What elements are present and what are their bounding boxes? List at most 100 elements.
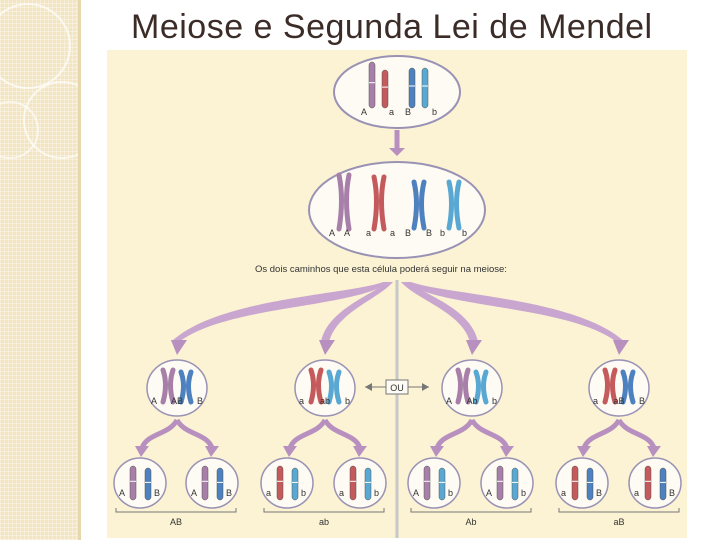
parent-chromosomes (368, 61, 429, 109)
first-division-chrom-2-b-chromatid-left (326, 369, 334, 405)
gamete-allele-4-1: a (339, 488, 344, 498)
gamete-group-bracket-4 (558, 508, 680, 513)
second-division-arrow-4-right-head (647, 446, 661, 457)
first-division-chrom-1-b-chromatid-left (178, 369, 186, 405)
gamete-chrom-2-a (201, 465, 209, 501)
replicated-allele-1: A (329, 228, 335, 238)
first-division-label-4-right: B (639, 396, 645, 406)
replicated-chrom-3-chromatid-right (419, 179, 427, 231)
replicated-cell (308, 161, 486, 259)
or-arrow-right (422, 383, 429, 391)
gamete-cell-7 (555, 457, 609, 509)
replicated-allele-5: B (405, 228, 411, 238)
or-label: OU (390, 383, 404, 393)
branch-arrows (171, 282, 629, 355)
parent-chrom-3 (408, 67, 416, 109)
second-division-arrow-3-right-head (500, 446, 514, 457)
first-division-cell-4 (588, 359, 650, 417)
branch-arrow-2 (321, 282, 393, 342)
first-division-chrom-3-b (473, 369, 489, 405)
second-division-arrow-1-right-head (205, 446, 219, 457)
replicated-allele-8: b (462, 228, 467, 238)
second-division-arrow-1-left (139, 418, 180, 450)
replicated-chrom-4-chromatid-right (454, 179, 462, 231)
slide-title: Meiose e Segunda Lei de Mendel (131, 8, 653, 46)
replicated-chromosomes (336, 172, 462, 232)
first-division-chrom-3-b-chromatid-left (473, 369, 481, 405)
gamete-allele-1-2: B (154, 488, 160, 498)
gamete-group-label-1: AB (170, 517, 182, 527)
gamete-cell-3 (260, 457, 314, 509)
replicated-chrom-3-chromatid-left (411, 179, 419, 231)
second-division-arrow-4-right (616, 418, 657, 450)
second-division-arrow-3-left (434, 418, 475, 450)
gamete-allele-8-1: a (634, 488, 639, 498)
gamete-allele-3-2: b (301, 488, 306, 498)
meiosis-diagram: A a B b A A a a B B b b Os dois caminhos… (107, 50, 687, 538)
replicated-allele-6: B (426, 228, 432, 238)
gamete-allele-3-1: a (266, 488, 271, 498)
branch-arrow-3 (401, 282, 478, 342)
gamete-chrom-5-b (438, 467, 446, 501)
replicated-allele-3: a (366, 228, 371, 238)
gamete-chrom-4-b (364, 467, 372, 501)
branch-arrow-1 (171, 282, 389, 342)
gamete-cell-5 (407, 457, 461, 509)
first-division-label-3-right: b (492, 396, 497, 406)
gamete-chrom-8-b (659, 467, 667, 501)
first-division-chrom-4-a-chromatid-left (602, 367, 610, 405)
first-division-chrom-2-b (326, 369, 342, 405)
gamete-group-bracket-3 (410, 508, 532, 513)
second-division-arrow-4-left-head (577, 446, 591, 457)
first-division-chrom-4-b-chromatid-left (620, 369, 628, 405)
first-division-chrom-2-a (308, 367, 324, 405)
first-division-label-4-left: a (593, 396, 598, 406)
gamete-allele-4-2: b (374, 488, 379, 498)
gamete-chrom-6-a (496, 465, 504, 501)
first-division-label-3-middle: Ab (466, 396, 477, 406)
first-division-cell-2 (294, 359, 356, 417)
first-division-label-1-left: A (151, 396, 157, 406)
first-division-label-1-right: B (197, 396, 203, 406)
parent-allele-4: b (432, 107, 437, 117)
branch-arrow-4 (405, 282, 625, 342)
first-division-chrom-3-a (455, 367, 471, 405)
first-division-label-2-left: a (299, 396, 304, 406)
first-division-chrom-3-a-chromatid-right (463, 367, 471, 405)
gamete-cell-2 (185, 457, 239, 509)
first-division-chrom-4-a-chromatid-right (610, 367, 618, 405)
side-strip-edge (78, 0, 81, 540)
replicated-chrom-4 (446, 179, 462, 231)
gamete-chrom-7-b (586, 467, 594, 501)
gamete-cell-8 (628, 457, 682, 509)
or-arrow-left (365, 383, 372, 391)
gamete-group-label-2: ab (319, 517, 329, 527)
second-division-arrow-2-left (287, 418, 328, 450)
parent-allele-2: a (389, 107, 394, 117)
first-division-label-3-left: A (446, 396, 452, 406)
second-division-arrows (135, 418, 661, 457)
first-division-chrom-1-a (160, 367, 176, 405)
first-division-label-2-middle: ab (320, 396, 330, 406)
decorative-side-strip (0, 0, 101, 540)
gamete-allele-5-2: b (448, 488, 453, 498)
first-division-chrom-4-b (620, 369, 636, 405)
replication-arrow-head (389, 148, 405, 156)
replicated-chrom-2-chromatid-left (371, 174, 379, 232)
first-division-cell-3 (441, 359, 503, 417)
second-division-arrow-3-left-head (430, 446, 444, 457)
gamete-chrom-2-b (216, 467, 224, 501)
gamete-allele-6-1: A (486, 488, 492, 498)
second-division-arrow-4-left (581, 418, 622, 450)
gamete-group-label-4: aB (613, 517, 624, 527)
first-division-chrom-3-b-chromatid-right (481, 369, 489, 405)
parent-allele-1: A (361, 107, 367, 117)
gamete-cell-1 (113, 457, 167, 509)
replicated-chrom-1-chromatid-left (336, 172, 344, 232)
gamete-chrom-6-b (511, 467, 519, 501)
first-division-label-2-right: b (345, 396, 350, 406)
gamete-allele-2-1: A (191, 488, 197, 498)
gamete-allele-6-2: b (521, 488, 526, 498)
